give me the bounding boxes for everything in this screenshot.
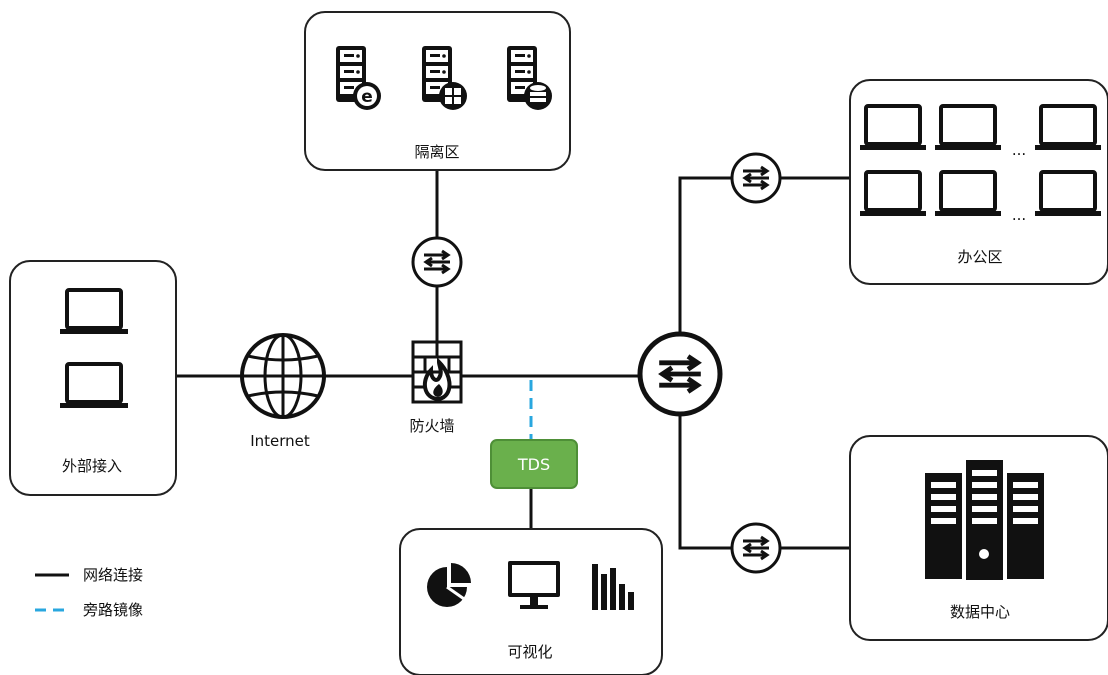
legend: 网络连接 旁路镜像 xyxy=(35,566,143,619)
link-core-datacenter xyxy=(678,415,850,550)
node-label-tds: TDS xyxy=(517,455,550,474)
zone-visual: 可视化 xyxy=(399,528,663,675)
zone-label-external: 外部接入 xyxy=(62,457,122,475)
database-server-icon xyxy=(507,46,552,110)
legend-label-network: 网络连接 xyxy=(83,566,143,584)
svg-text:e: e xyxy=(361,87,373,107)
bar-chart-icon xyxy=(592,564,634,610)
zone-office: ... ... 办公区 xyxy=(849,79,1108,285)
zone-dmz: e 隔离区 xyxy=(304,11,571,171)
link-core-office xyxy=(678,176,850,335)
zone-label-visual: 可视化 xyxy=(507,643,552,661)
web-server-icon: e xyxy=(336,46,381,110)
tds-node[interactable]: TDS xyxy=(490,439,578,489)
node-label-internet: Internet xyxy=(250,432,310,450)
legend-label-mirror: 旁路镜像 xyxy=(83,601,143,619)
ellipsis: ... xyxy=(1012,206,1026,224)
zone-external: 外部接入 xyxy=(9,260,177,496)
switch-icon xyxy=(730,522,782,574)
zone-label-datacenter: 数据中心 xyxy=(950,603,1010,621)
zone-label-dmz: 隔离区 xyxy=(414,143,459,161)
tds-box xyxy=(490,439,578,489)
ellipsis: ... xyxy=(1012,141,1026,159)
server-rack-icon xyxy=(925,460,1044,580)
globe-icon xyxy=(240,333,326,419)
monitor-icon xyxy=(508,561,560,609)
switch-icon xyxy=(730,152,782,204)
core-switch-icon xyxy=(637,331,723,417)
firewall-icon xyxy=(411,340,463,404)
app-server-icon xyxy=(422,46,467,110)
pie-chart-icon xyxy=(427,563,471,607)
node-label-firewall: 防火墙 xyxy=(409,417,454,435)
zone-label-office: 办公区 xyxy=(957,248,1002,266)
switch-icon xyxy=(411,236,463,288)
zone-datacenter: 数据中心 xyxy=(849,435,1108,641)
